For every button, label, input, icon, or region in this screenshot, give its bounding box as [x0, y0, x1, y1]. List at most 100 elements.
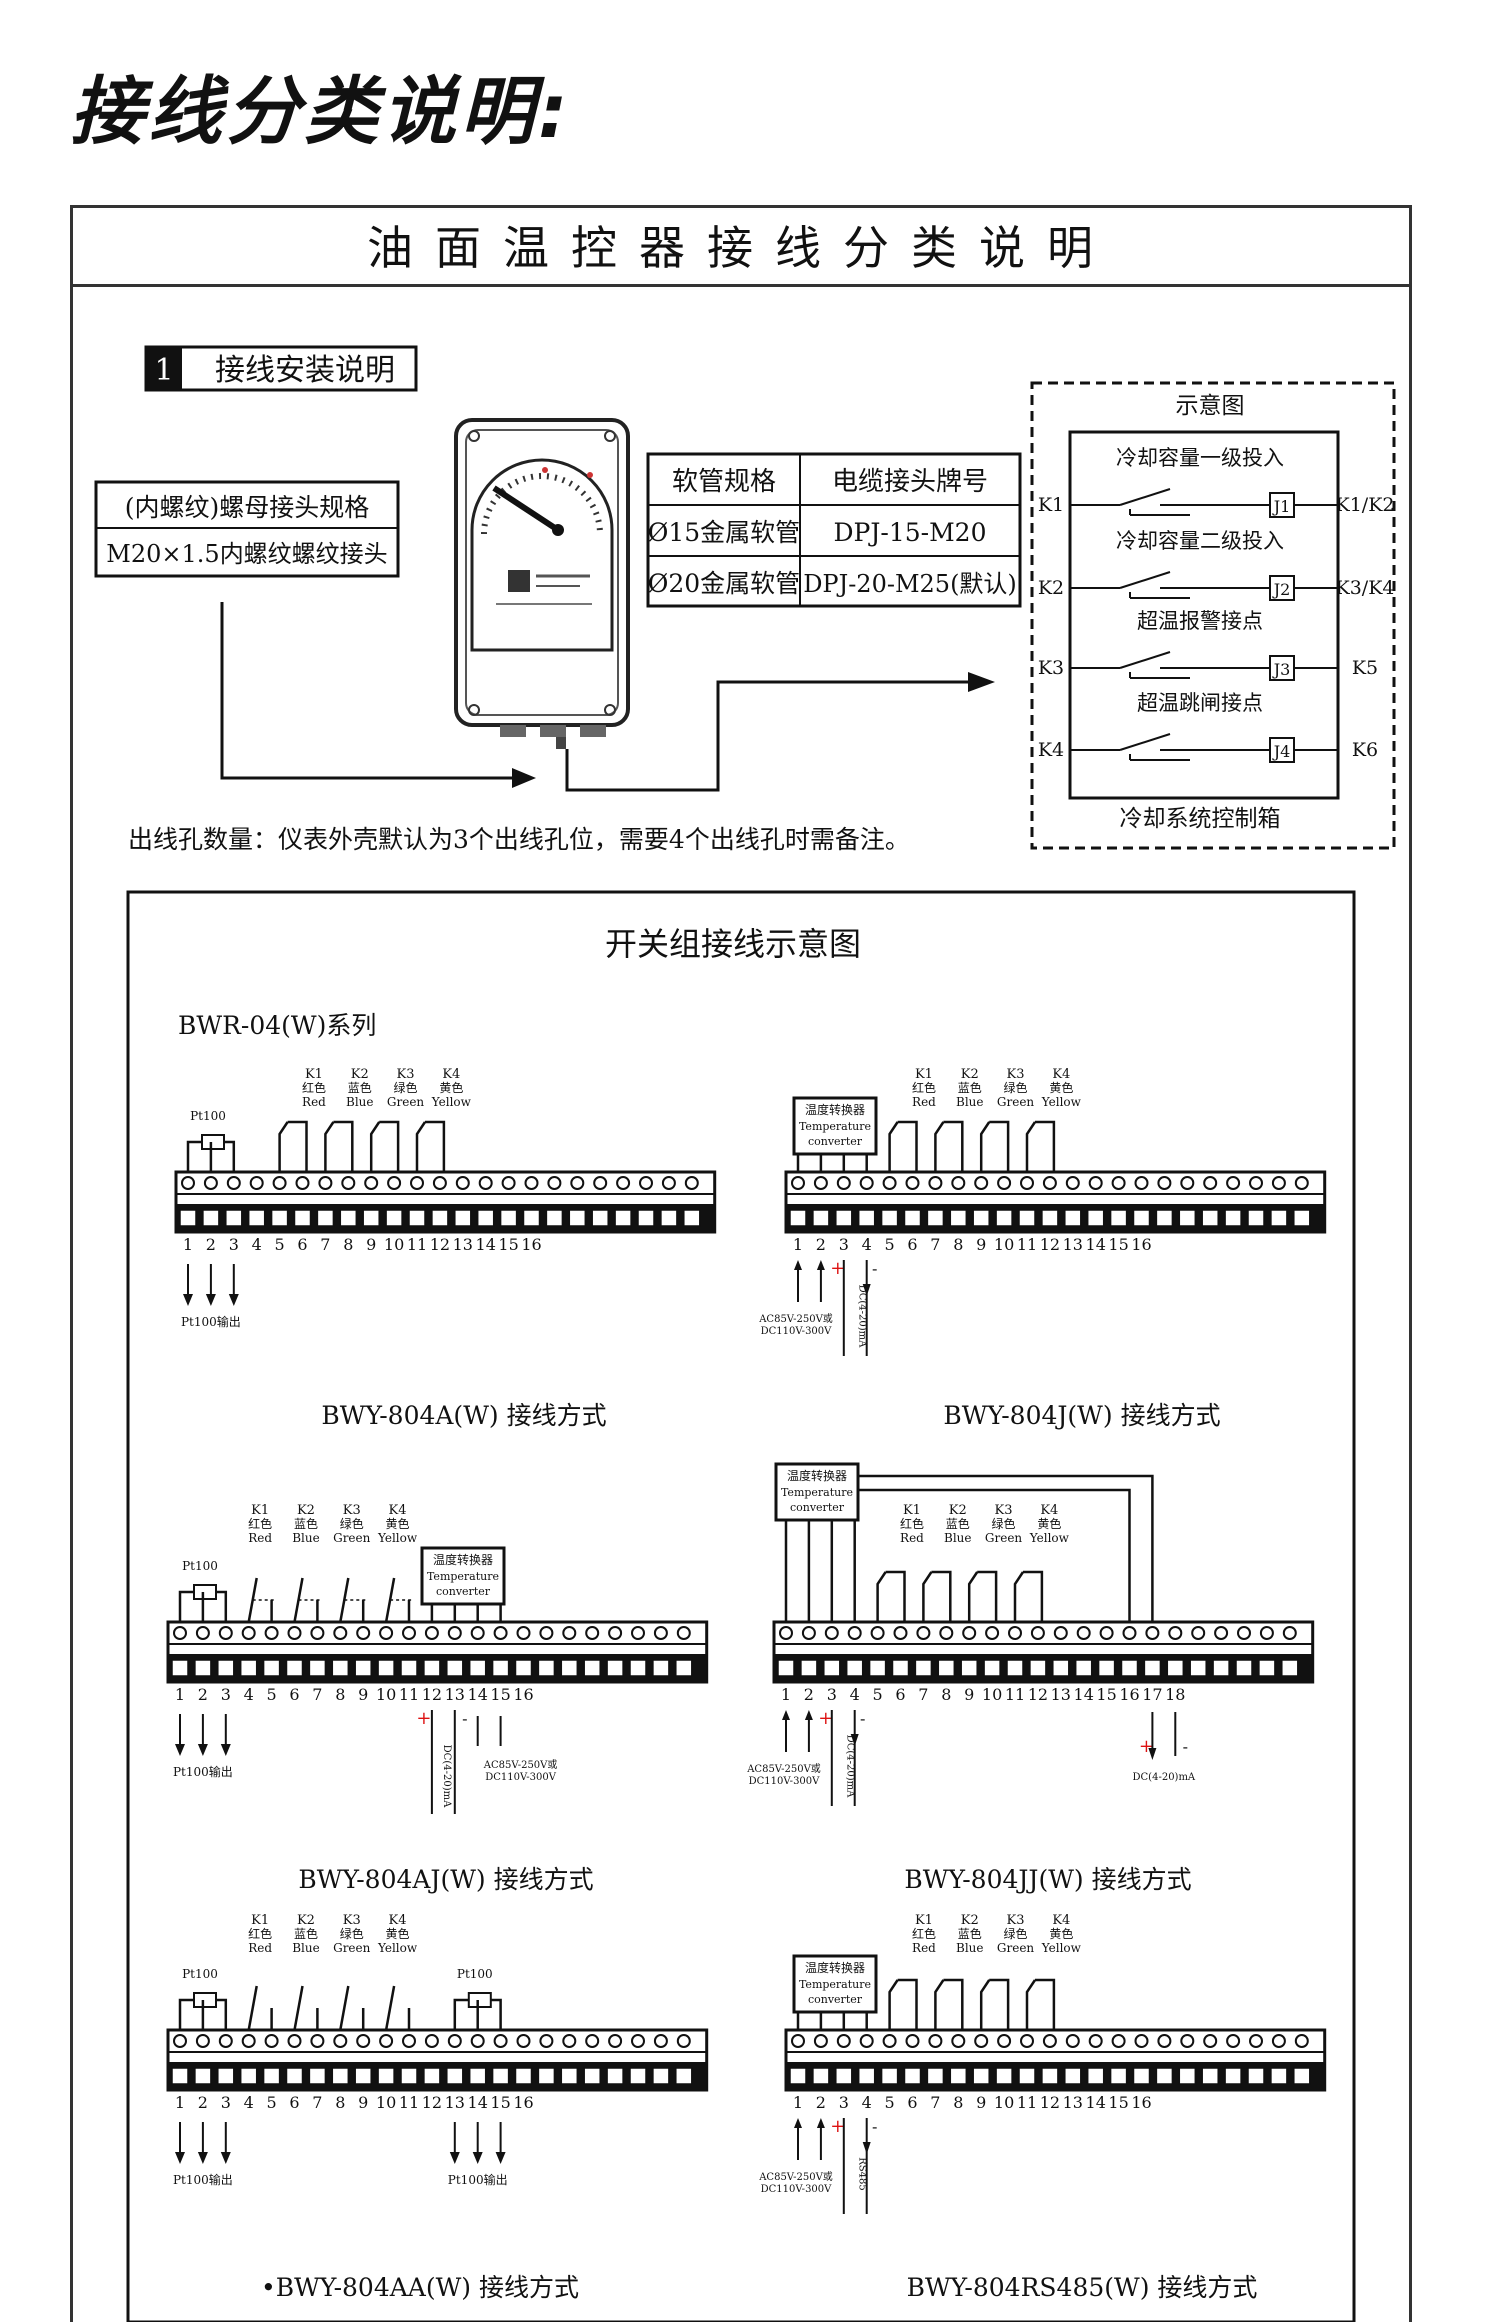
wiring-sheet: [70, 205, 1412, 2322]
schematic-row-relay: J3: [1272, 660, 1291, 679]
converter-output-wire: [858, 1474, 1154, 1622]
terminal-number: 14: [1074, 1685, 1094, 1704]
terminal-number: 13: [453, 1235, 473, 1254]
screw-terminal-icon: [493, 1626, 508, 1640]
outlet-note: 出线孔数量：仪表外壳默认为3个出线孔位，需要4个出线孔时需备注。: [128, 825, 910, 854]
contact-k-label: K2: [961, 1913, 979, 1928]
contact-color-en: Green: [997, 1941, 1035, 1955]
terminal-number: 10: [384, 1235, 404, 1254]
screw-terminal-icon: [836, 2034, 851, 2048]
terminal-number: 15: [498, 1235, 518, 1254]
converter-label-en: converter: [808, 1993, 863, 2006]
terminal-number: 14: [1086, 2093, 1106, 2112]
down-arrow-icon: [228, 1294, 239, 1306]
terminal-number: 13: [1051, 1685, 1071, 1704]
screw-terminal-icon: [241, 1626, 256, 1640]
plus-sign: +: [818, 1708, 833, 1729]
terminal-number: 6: [289, 2093, 299, 2112]
terminal-number: 7: [312, 1685, 322, 1704]
power-supply-label: DC110V-300V: [749, 1776, 821, 1787]
contact-color-cn: 红色: [912, 1080, 936, 1095]
terminal-number: 12: [422, 2093, 442, 2112]
diagram-caption: BWY-804AJ(W) 接线方式: [298, 1865, 593, 1894]
screw-terminal-icon: [478, 1176, 493, 1190]
screw-terminal-icon: [295, 1176, 310, 1190]
screw-terminal-icon: [1157, 1176, 1172, 1190]
screw-terminal-icon: [836, 1176, 851, 1190]
terminal-number: 12: [1040, 1235, 1060, 1254]
terminal-number: 8: [335, 1685, 345, 1704]
nut-connector-line: [220, 602, 518, 780]
contact-color-cn: 红色: [248, 1926, 272, 1941]
down-arrow-icon: [472, 2152, 483, 2164]
terminal-number: 5: [275, 1235, 285, 1254]
minus-sign: -: [462, 1709, 467, 1728]
series-label: BWR-04(W)系列: [178, 1011, 376, 1040]
terminal-number: 1: [183, 1235, 193, 1254]
contact-k-label: K1: [915, 1913, 933, 1928]
terminal-number: 4: [252, 1235, 262, 1254]
contact-k-label: K1: [305, 1067, 323, 1082]
screw-terminal-icon: [264, 2034, 279, 2048]
contact-k-label: K3: [343, 1503, 361, 1518]
terminal-number: 10: [994, 1235, 1014, 1254]
screw-terminal-icon: [1226, 2034, 1241, 2048]
terminal-number: 7: [930, 2093, 940, 2112]
down-arrow-icon: [197, 2152, 208, 2164]
screw-terminal-icon: [1180, 2034, 1195, 2048]
terminal-number: 6: [907, 2093, 917, 2112]
screw-terminal-icon: [1203, 1176, 1218, 1190]
contact-k-label: K3: [995, 1503, 1013, 1518]
contact-color-cn: 蓝色: [348, 1081, 372, 1095]
screw-terminal-icon: [1076, 1626, 1091, 1640]
schematic-row-label: 冷却容量一级投入: [1116, 446, 1284, 470]
terminal-number: 9: [366, 1235, 376, 1254]
screw-terminal-icon: [847, 1626, 862, 1640]
pt100-label: Pt100: [190, 1109, 226, 1123]
schematic-row-label: 冷却容量二级投入: [1116, 529, 1284, 553]
contact-color-cn: 蓝色: [958, 1081, 982, 1095]
contact-color-cn: 绿色: [340, 1516, 364, 1531]
contact-color-en: Red: [302, 1095, 326, 1109]
screw-terminal-icon: [997, 1176, 1012, 1190]
screw-terminal-icon: [379, 1626, 394, 1640]
screw-terminal-icon: [905, 2034, 920, 2048]
contact-color-cn: 黄色: [1049, 1927, 1073, 1941]
relay-contact-icon: [934, 1979, 945, 2030]
relay-contact-icon: [324, 1121, 335, 1172]
terminal-number: 1: [175, 2093, 185, 2112]
contact-color-en: Green: [387, 1095, 425, 1109]
pt100-label: Pt100: [182, 1967, 218, 1981]
terminal-number: 10: [982, 1685, 1002, 1704]
converter-label-en: Temperature: [799, 1978, 871, 1991]
screw-terminal-icon: [249, 1176, 264, 1190]
schematic-footer: 冷却系统控制箱: [1120, 806, 1281, 832]
terminal-number: 4: [244, 1685, 254, 1704]
screw-terminal-icon: [893, 1626, 908, 1640]
contact-color-cn: 绿色: [1004, 1080, 1028, 1095]
contact-color-en: Blue: [944, 1531, 972, 1545]
screw-terminal-icon: [356, 1626, 371, 1640]
contact-k-label: K1: [915, 1067, 933, 1082]
screw-terminal-icon: [779, 1626, 793, 1640]
screw-terminal-icon: [562, 1626, 577, 1640]
converter-label-en: Temperature: [799, 1120, 871, 1133]
terminal-number: 13: [1063, 2093, 1083, 2112]
terminal-number: 2: [206, 1235, 216, 1254]
contact-k-label: K3: [1007, 1913, 1025, 1928]
schematic-row-right-terminal: K6: [1352, 739, 1378, 761]
screw-terminal-icon: [424, 2034, 439, 2048]
section1-number: 1: [154, 353, 173, 388]
terminal-number: 11: [399, 2093, 419, 2112]
screw-terminal-icon: [974, 1176, 989, 1190]
screw-terminal-icon: [974, 2034, 989, 2048]
schematic-row-label: 超温报警接点: [1137, 609, 1263, 633]
plus-sign: +: [830, 2116, 845, 2137]
contact-color-cn: 红色: [248, 1516, 272, 1531]
converter-label-cn: 温度转换器: [805, 1102, 865, 1117]
up-arrow-icon: [794, 1260, 802, 1270]
schematic-title: 示意图: [1176, 393, 1245, 419]
